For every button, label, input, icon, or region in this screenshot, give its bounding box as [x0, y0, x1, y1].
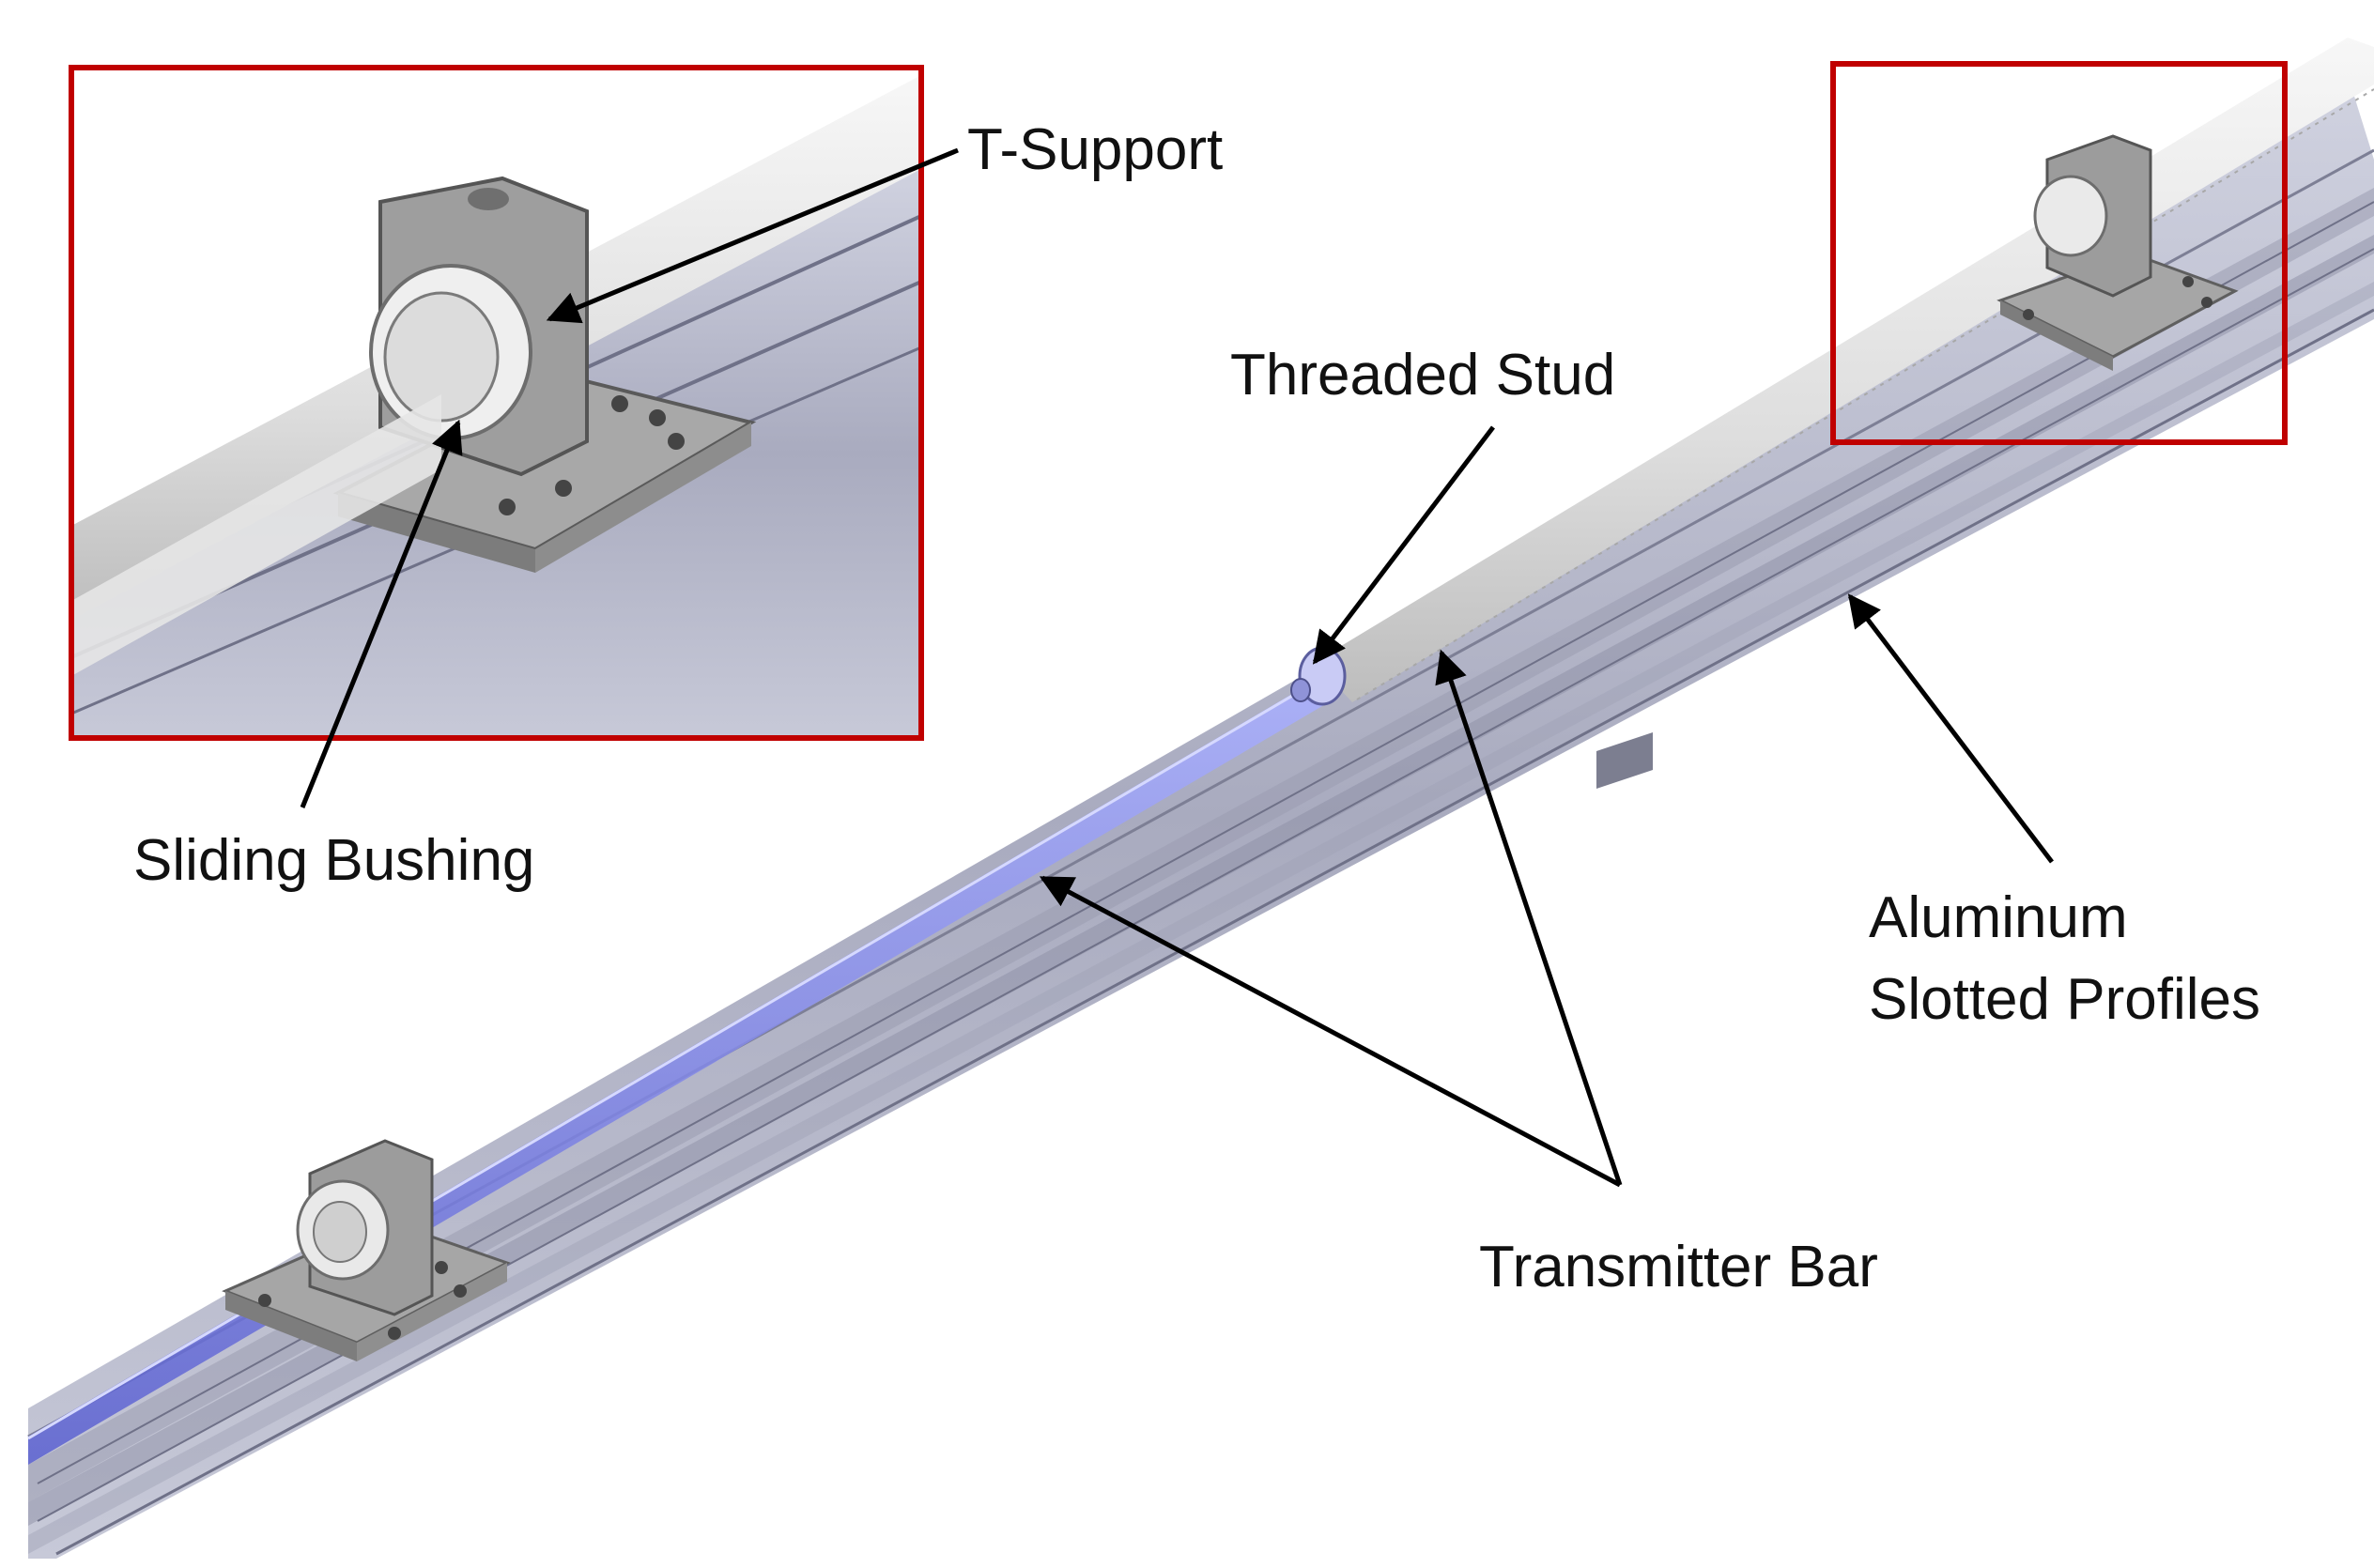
arrow-threaded-stud	[1312, 425, 1495, 665]
detail-inset-frame	[69, 65, 924, 741]
label-transmitter-bar: Transmitter Bar	[1479, 1235, 1878, 1299]
arrow-sliding-bushing	[300, 419, 463, 808]
label-sliding-bushing: Sliding Bushing	[133, 828, 534, 893]
arrow-t-support	[546, 147, 959, 324]
transmitter-bar-blue-section	[27, 681, 1333, 1465]
arrow-aluminum-profiles	[1847, 593, 2054, 864]
label-threaded-stud: Threaded Stud	[1230, 343, 1615, 407]
label-aluminum-profiles-line1: Aluminum	[1869, 885, 2128, 950]
arrow-transmitter-bar-blue	[1039, 875, 1622, 1188]
arrow-transmitter-bar-rod	[1435, 649, 1623, 1186]
t-support-lower	[222, 1139, 511, 1361]
aluminum-profile-rail	[27, 75, 2374, 1559]
t-support-upper	[1996, 134, 2239, 371]
label-aluminum-profiles-line2: Slotted Profiles	[1869, 967, 2260, 1032]
detail-inset	[69, 65, 924, 741]
leader-arrows	[300, 147, 2054, 1188]
label-t-support: T-Support	[967, 117, 1223, 182]
highlight-frame	[1830, 61, 2288, 445]
